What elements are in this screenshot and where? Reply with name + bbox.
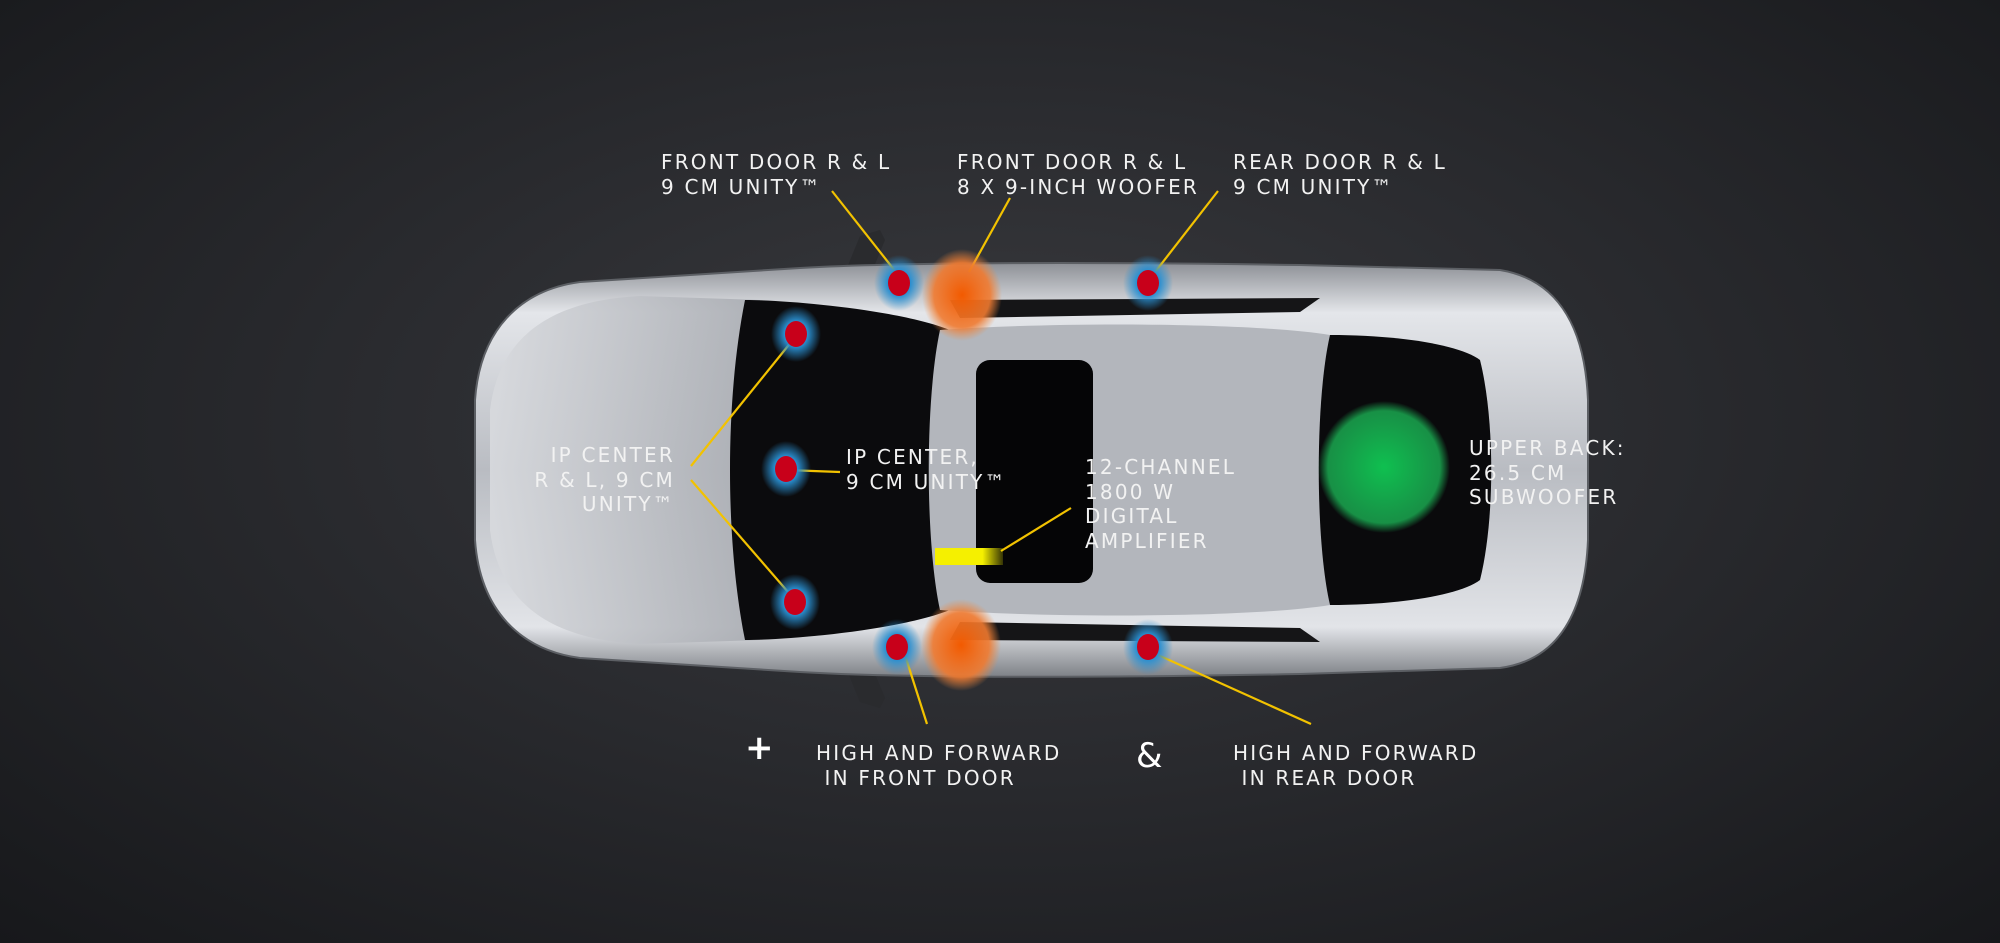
woofer-front-bottom: [921, 599, 1001, 691]
label-front-door-unity: FRONT DOOR R & L 9 CM UNITY™: [661, 150, 892, 199]
speaker-rear-door-top: [1123, 255, 1173, 311]
side-window-top: [950, 298, 1320, 318]
label-ip-center: IP CENTER, 9 CM UNITY™: [846, 445, 1007, 494]
woofer-front-top: [922, 249, 1002, 341]
label-front-door-tweeter: HIGH AND FORWARD IN FRONT DOOR: [816, 741, 1062, 790]
unity-speakers: [761, 255, 1173, 675]
ampersand-icon: &: [1136, 736, 1163, 776]
speaker-ip-center: [761, 441, 811, 497]
label-rear-door-tweeter: HIGH AND FORWARD IN REAR DOOR: [1233, 741, 1479, 790]
sunroof: [976, 360, 1093, 583]
speaker-rear-door-bottom: [1123, 619, 1173, 675]
speaker-ip-left-top: [771, 306, 821, 362]
windshield: [730, 300, 950, 640]
speaker-ip-left-bottom: [770, 574, 820, 630]
label-rear-door-unity: REAR DOOR R & L 9 CM UNITY™: [1233, 150, 1447, 199]
label-subwoofer: UPPER BACK: 26.5 CM SUBWOOFER: [1469, 436, 1626, 509]
subwoofer: [1318, 401, 1450, 533]
speaker-front-door-bottom: [872, 619, 922, 675]
label-ip-center-rl: IP CENTER R & L, 9 CM UNITY™: [534, 443, 675, 516]
label-front-door-woofer: FRONT DOOR R & L 8 X 9-INCH WOOFER: [957, 150, 1199, 199]
plus-icon: +: [745, 728, 774, 768]
car-hood: [490, 296, 760, 644]
speaker-front-door-top: [874, 255, 924, 311]
amplifier: [935, 548, 1003, 565]
label-amplifier: 12-CHANNEL 1800 W DIGITAL AMPLIFIER: [1085, 455, 1237, 553]
